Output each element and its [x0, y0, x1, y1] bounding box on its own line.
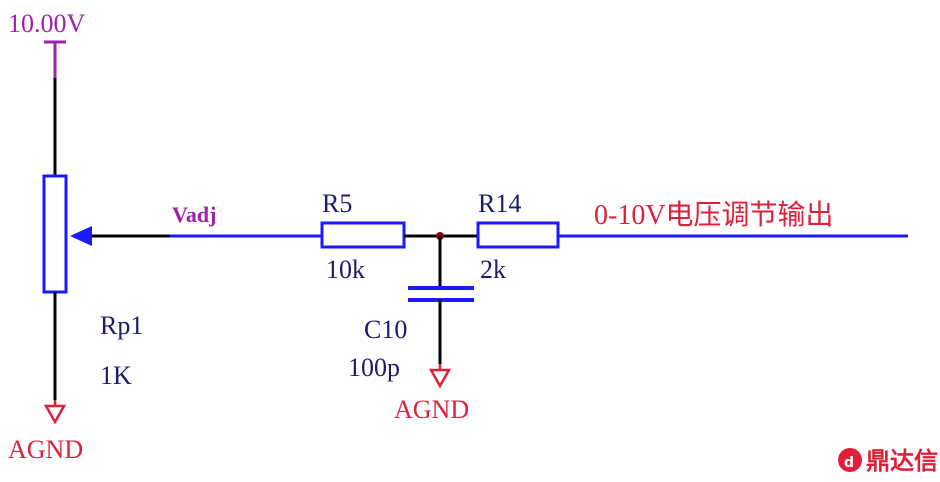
r14-value-label: 2k [480, 255, 506, 284]
watermark-logo: d 鼎达信 [838, 447, 938, 475]
pot-value-label: 1K [100, 361, 132, 390]
r14-ref-label: R14 [478, 189, 521, 218]
potentiometer-body [42, 174, 68, 294]
watermark-icon [838, 448, 862, 472]
c10-value-label: 100p [348, 353, 400, 382]
svg-text:d: d [844, 455, 854, 471]
ground-symbol-cap [428, 364, 452, 389]
r5-ref-label: R5 [322, 189, 352, 218]
resistor-r5 [320, 221, 406, 249]
ground-label-pot: AGND [8, 435, 83, 464]
ground-symbol-pot [43, 400, 67, 425]
watermark-text: 鼎达信 [866, 447, 938, 475]
wiper-arrow [70, 226, 92, 246]
pot-ref-label: Rp1 [100, 311, 143, 340]
net-label-vadj: Vadj [172, 202, 216, 227]
c10-ref-label: C10 [364, 315, 407, 344]
r5-value-label: 10k [326, 255, 365, 284]
output-label: 0-10V电压调节输出 [594, 199, 834, 231]
ground-label-cap: AGND [394, 395, 469, 424]
supply-label: 10.00V [8, 9, 86, 38]
resistor-r14 [476, 221, 560, 249]
